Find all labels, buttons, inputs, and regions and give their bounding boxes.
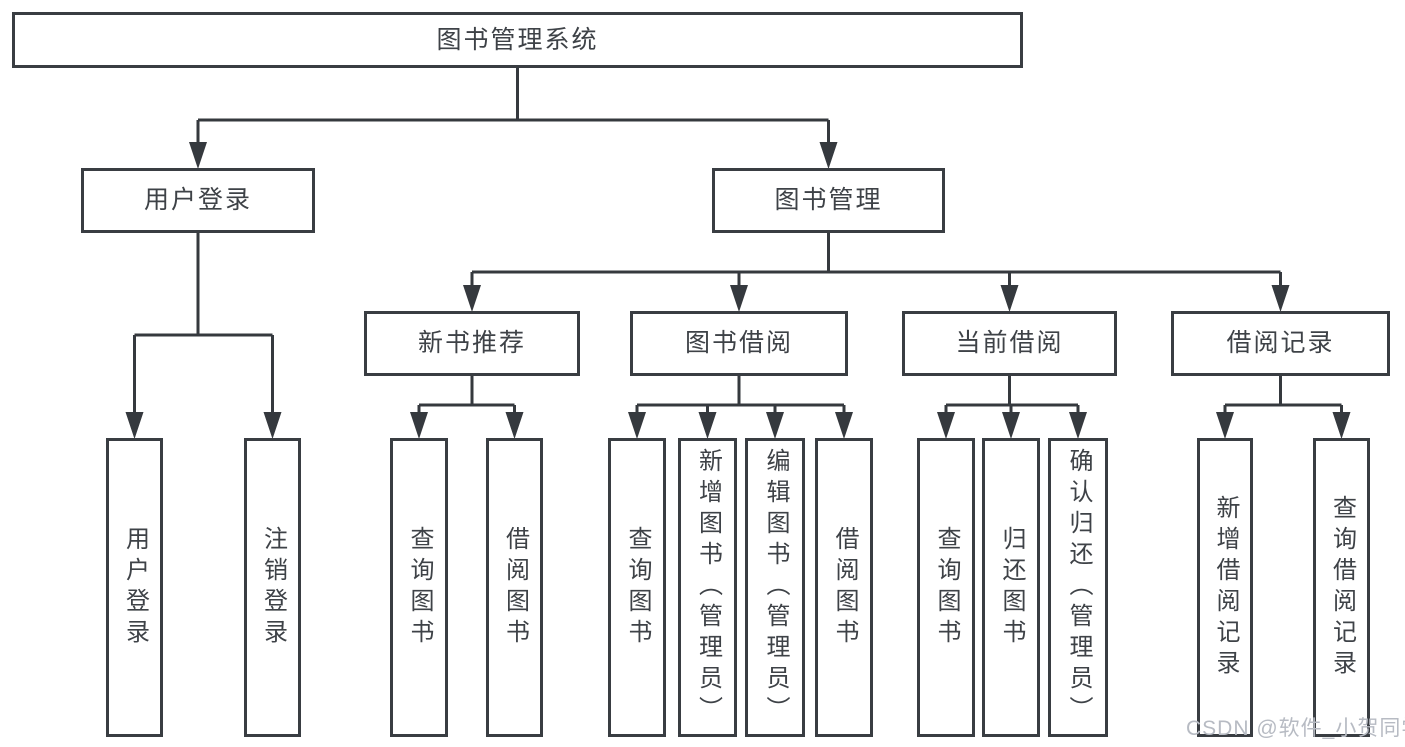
connector-user-login xyxy=(133,233,274,420)
arrow-head xyxy=(1069,412,1087,439)
arrow-head xyxy=(505,412,524,439)
node-leaf-query-book-3: 查询图书 xyxy=(917,438,975,737)
node-leaf-edit-book: 编辑图书（管理员） xyxy=(745,438,805,737)
connector-borrow-records xyxy=(1223,376,1343,420)
watermark-text: CSDN @软件_小贺同学 xyxy=(1186,717,1405,740)
arrow-head xyxy=(730,285,748,312)
node-leaf-user-login: 用户登录 xyxy=(106,438,163,737)
connector-book-mgmt xyxy=(470,233,1282,293)
node-leaf-add-book: 新增图书（管理员） xyxy=(678,438,737,737)
arrow-head xyxy=(835,412,853,439)
arrow-head xyxy=(628,412,646,439)
arrow-head xyxy=(1271,285,1290,312)
arrow-head xyxy=(1000,285,1019,312)
arrow-head xyxy=(189,142,207,169)
node-leaf-confirm-return: 确认归还（管理员） xyxy=(1048,438,1108,737)
arrow-head xyxy=(1002,412,1020,439)
connector-book-borrow xyxy=(635,376,846,420)
arrow-head xyxy=(125,412,144,439)
node-current-borrow: 当前借阅 xyxy=(902,311,1117,376)
arrow-head xyxy=(1216,412,1234,439)
arrow-head xyxy=(463,285,481,312)
node-book-mgmt: 图书管理 xyxy=(712,168,945,233)
node-leaf-borrow-book-2: 借阅图书 xyxy=(815,438,873,737)
node-leaf-return-book: 归还图书 xyxy=(982,438,1040,737)
node-leaf-logout: 注销登录 xyxy=(244,438,301,737)
arrow-head xyxy=(937,412,955,439)
node-book-borrow: 图书借阅 xyxy=(630,311,848,376)
connector-new-book-rec xyxy=(417,376,516,420)
arrow-head xyxy=(410,412,428,439)
node-borrow-records: 借阅记录 xyxy=(1171,311,1390,376)
node-leaf-query-book-2: 查询图书 xyxy=(608,438,666,737)
connector-root xyxy=(196,68,830,150)
arrow-head xyxy=(766,412,784,439)
node-user-login: 用户登录 xyxy=(81,168,315,233)
node-leaf-query-book-1: 查询图书 xyxy=(390,438,448,737)
arrow-head xyxy=(819,142,838,169)
arrow-head xyxy=(1332,412,1351,439)
node-leaf-add-borrow-record: 新增借阅记录 xyxy=(1197,438,1253,737)
arrow-head xyxy=(698,412,717,439)
node-leaf-query-borrow-record: 查询借阅记录 xyxy=(1313,438,1370,737)
node-new-book-rec: 新书推荐 xyxy=(364,311,580,376)
arrow-head xyxy=(263,412,282,439)
node-root: 图书管理系统 xyxy=(12,12,1023,68)
node-leaf-borrow-book-1: 借阅图书 xyxy=(486,438,543,737)
